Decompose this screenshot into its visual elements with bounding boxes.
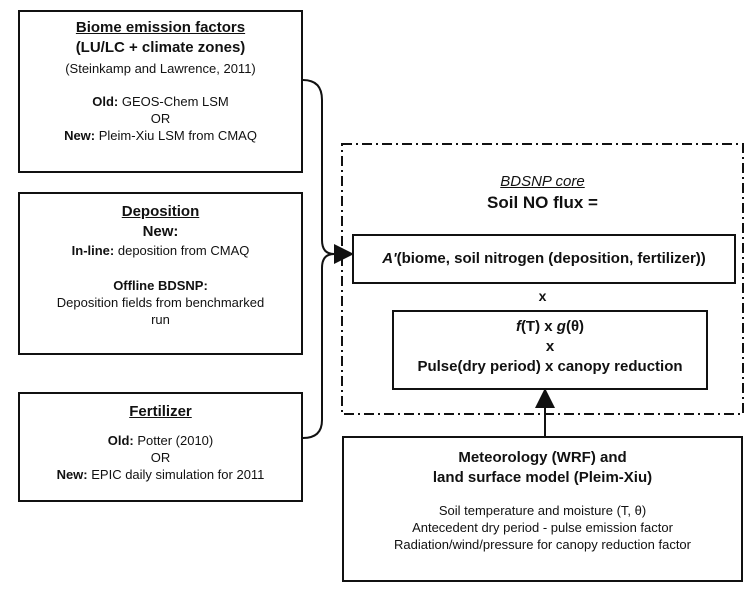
meteorology-line-1: Soil temperature and moisture (T, θ)	[438, 503, 647, 518]
core-pulse: Pulse(dry period) x canopy reduction	[417, 358, 683, 375]
core-modifiers-box: f(T) x g(θ) x Pulse(dry period) x canopy…	[392, 310, 708, 390]
deposition-inline-text: deposition from CMAQ	[114, 243, 250, 258]
fertilizer-new-prefix: New:	[56, 467, 88, 482]
core-f-rest: (T) x	[520, 318, 557, 335]
bdsnp-core-heading: BDSNP core Soil NO flux =	[342, 172, 743, 214]
biome-or: OR	[150, 111, 171, 126]
meteorology-title-1: Meteorology (WRF) and	[458, 449, 627, 466]
biome-new: New: Pleim-Xiu LSM from CMAQ	[20, 127, 301, 144]
biome-emission-factors-box: Biome emission factors (LU/LC + climate …	[18, 10, 303, 173]
core-f: f	[515, 318, 521, 335]
core-g: g	[556, 318, 566, 335]
fertilizer-box: Fertilizer Old: Potter (2010) OR New: EP…	[18, 392, 303, 502]
fertilizer-title: Fertilizer	[129, 403, 192, 420]
fertilizer-old: Old: Potter (2010)	[20, 432, 301, 449]
core-formula: A'(biome, soil nitrogen (deposition, fer…	[354, 249, 734, 269]
biome-old-prefix: Old:	[92, 94, 119, 109]
deposition-offline-heading: Offline BDSNP:	[113, 278, 208, 293]
fertilizer-new-text: EPIC daily simulation for 2011	[87, 467, 265, 482]
meteorology-box: Meteorology (WRF) and land surface model…	[342, 436, 743, 582]
biome-old: Old: GEOS-Chem LSM	[20, 93, 301, 110]
core-formula-box: A'(biome, soil nitrogen (deposition, fer…	[352, 234, 736, 284]
core-times-2: x	[545, 338, 555, 355]
meteorology-title-2: land surface model (Pleim-Xiu)	[432, 469, 653, 486]
meteorology-line-3: Radiation/wind/pressure for canopy reduc…	[394, 537, 691, 552]
core-label: BDSNP core	[500, 173, 585, 190]
deposition-inline: In-line: deposition from CMAQ	[20, 242, 301, 259]
core-title: Soil NO flux =	[487, 193, 598, 212]
deposition-title: Deposition	[121, 203, 200, 220]
brace	[302, 79, 335, 439]
deposition-new-heading: New:	[142, 223, 179, 240]
core-ft-gtheta: f(T) x g(θ)	[394, 317, 706, 337]
deposition-inline-prefix: In-line:	[71, 243, 115, 258]
meteorology-line-2: Antecedent dry period - pulse emission f…	[412, 520, 673, 535]
fertilizer-old-prefix: Old:	[107, 433, 134, 448]
biome-title: Biome emission factors	[75, 19, 246, 36]
biome-citation: (Steinkamp and Lawrence, 2011)	[65, 61, 256, 76]
biome-new-prefix: New:	[64, 128, 96, 143]
core-times-1: x	[538, 288, 547, 304]
deposition-box: Deposition New: In-line: deposition from…	[18, 192, 303, 355]
bdsnp-core-boundary	[341, 143, 744, 415]
fertilizer-or: OR	[150, 450, 171, 465]
core-a-prime: A'	[382, 250, 397, 267]
fertilizer-old-text: Potter (2010)	[133, 433, 214, 448]
core-formula-text: (biome, soil nitrogen (deposition, ferti…	[396, 250, 706, 267]
fertilizer-new: New: EPIC daily simulation for 2011	[20, 466, 301, 483]
deposition-offline-text-1: Deposition fields from benchmarked	[56, 295, 265, 310]
core-g-rest: (θ)	[565, 318, 585, 335]
biome-new-text: Pleim-Xiu LSM from CMAQ	[95, 128, 257, 143]
deposition-offline-text-2: run	[151, 312, 170, 327]
biome-subtitle: (LU/LC + climate zones)	[75, 39, 246, 56]
biome-old-text: GEOS-Chem LSM	[118, 94, 229, 109]
